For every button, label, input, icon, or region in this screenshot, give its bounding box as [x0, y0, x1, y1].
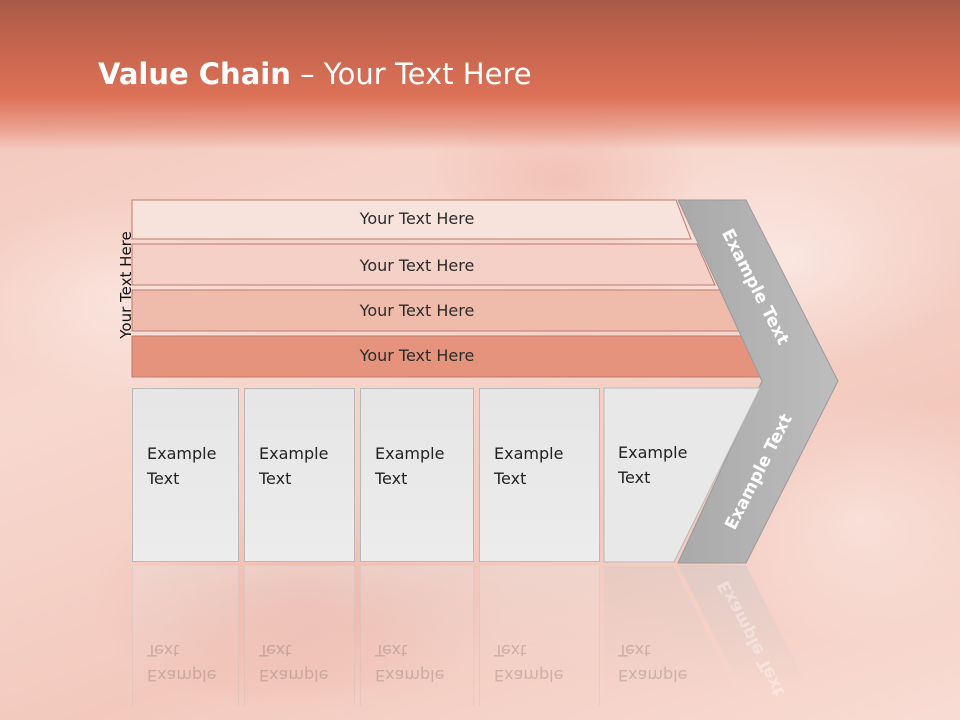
bar-2-shape — [131, 243, 716, 286]
title-bold: Value Chain — [98, 57, 291, 91]
page-title: Value Chain – Your Text Here — [98, 54, 532, 94]
box-5-label: Example Text — [618, 443, 688, 487]
bar-4-label: Your Text Here — [359, 346, 475, 365]
bar-1-label: Your Text Here — [359, 209, 475, 228]
box-5-reflection-area: Example Text — [604, 566, 724, 706]
box-1-reflection: Example Text — [132, 566, 239, 706]
box-2-reflection-label: Example Text — [259, 641, 329, 685]
box-1: Example Text — [132, 388, 239, 562]
chevron-reflection — [678, 565, 810, 690]
bar-2-label: Your Text Here — [359, 256, 475, 275]
box-1-reflection-label: Example Text — [147, 641, 217, 685]
header-band — [0, 0, 960, 150]
box-5-shape — [603, 387, 761, 563]
box-3-reflection: Example Text — [360, 566, 474, 706]
box-1-label: Example Text — [147, 444, 217, 488]
box-4: Example Text — [479, 388, 600, 562]
box-5: Example Text — [604, 388, 724, 562]
box-2-reflection: Example Text — [244, 566, 355, 706]
bar-1-shape — [131, 199, 692, 240]
box-5-reflection — [604, 566, 740, 700]
box-4-reflection: Example Text — [479, 566, 600, 706]
box-3-reflection-label: Example Text — [375, 641, 445, 685]
bar-3-label: Your Text Here — [359, 301, 475, 320]
chevron-shape — [677, 199, 839, 564]
box-3-label: Example Text — [375, 444, 445, 488]
box-2-label: Example Text — [259, 444, 329, 488]
box-2: Example Text — [244, 388, 355, 562]
title-rest: – Your Text Here — [290, 57, 532, 91]
box-4-reflection-label: Example Text — [494, 641, 564, 685]
box-4-label: Example Text — [494, 444, 564, 488]
box-3: Example Text — [360, 388, 474, 562]
box-5-reflection-label: Example Text — [618, 641, 688, 685]
